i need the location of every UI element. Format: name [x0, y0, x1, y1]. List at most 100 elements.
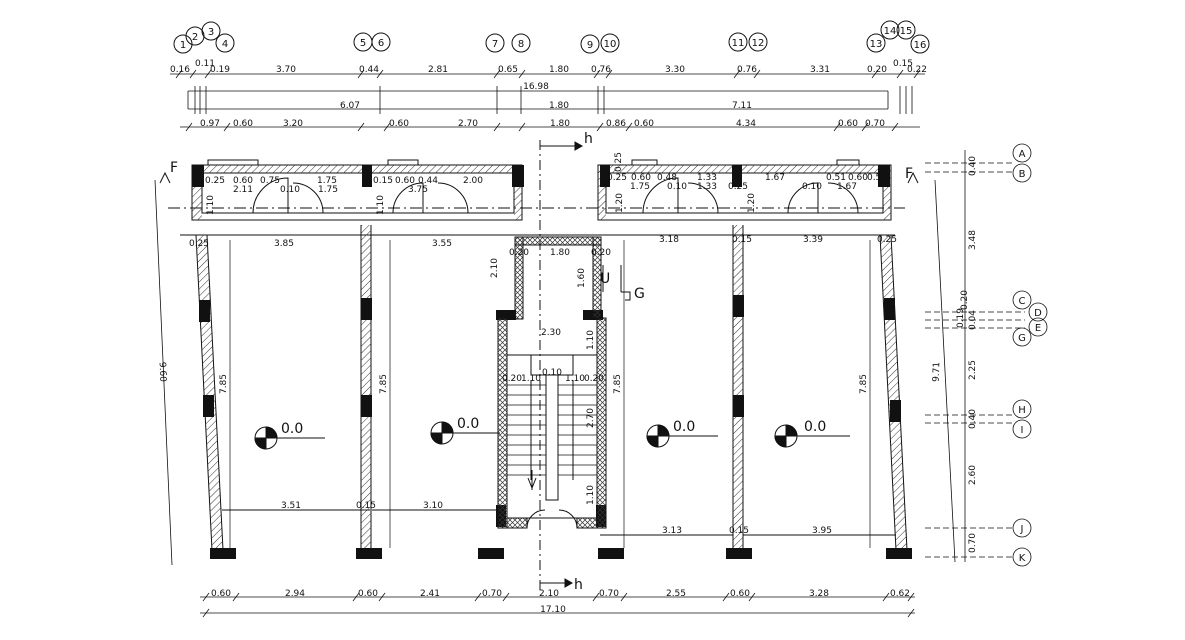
dim-bot-4: 2.41: [420, 589, 440, 599]
dim-right-3: 0.20: [960, 290, 970, 310]
dim-top-row2-3: 7.11: [732, 101, 752, 111]
dim-room-w4: 0.20: [509, 248, 529, 258]
dim-bot-6: 2.10: [539, 589, 559, 599]
front-room-dimensions: 0.25 0.60 0.75 1.75 0.15 0.60 0.44 0.25 …: [205, 152, 887, 215]
dim-int-u4: 1.75: [317, 176, 337, 186]
bubble-12: 12: [752, 38, 765, 49]
dim-right-6: 2.25: [968, 360, 978, 380]
top-dimension-lines: [170, 73, 925, 128]
dim-room-h2: 7.85: [379, 374, 389, 394]
bubble-e: E: [1035, 323, 1041, 334]
bottom-dimension-lines: [200, 592, 915, 618]
right-dimension-values: 0.40 3.48 0.20 0.19 0.04 2.25 0.40 2.60 …: [956, 156, 978, 553]
top-dimension-values: 0.16 0.11 0.19 3.70 0.44 2.81 0.65 1.80 …: [170, 59, 927, 129]
dim-top-1: 0.16: [170, 65, 190, 75]
dim-top-row3-8: 0.60: [634, 119, 654, 129]
dim-top-14: 0.15: [893, 59, 913, 69]
dim-left-diagonal: 9.60: [157, 362, 168, 383]
dim-bot-3: 0.60: [358, 589, 378, 599]
dim-room-w6: 0.20: [591, 248, 611, 258]
dim-int-m13: 1.10: [206, 195, 216, 215]
top-grid-bubble-labels: 1 2 3 4 5 6 7 8 9 10 11 12 13 14 15 16: [180, 26, 927, 51]
dim-room-w2: 3.85: [274, 239, 294, 249]
dim-room-h4: 7.85: [859, 374, 869, 394]
dim-int-u1: 0.25: [205, 176, 225, 186]
dim-top-row3-9: 4.34: [736, 119, 756, 129]
dim-top-row2-1: 6.07: [340, 101, 360, 111]
dim-int-u6: 0.60: [395, 176, 415, 186]
dim-top-overall: 16.98: [523, 82, 549, 92]
dim-top-3: 0.19: [210, 65, 230, 75]
dim-top-7: 0.65: [498, 65, 518, 75]
dim-int-u12: 0.51: [826, 173, 846, 183]
section-markers: [159, 140, 919, 590]
dim-int-m5: 2.00: [463, 176, 483, 186]
dim-int-m4: 3.75: [408, 185, 428, 195]
dim-stair-7: 0.10: [542, 368, 562, 378]
dim-top-row2-2: 1.80: [549, 101, 569, 111]
bubble-2: 2: [192, 32, 198, 43]
dim-right-diagonal: 9.71: [932, 362, 943, 382]
bubble-i: I: [1021, 425, 1024, 436]
dim-right-1: 0.40: [968, 156, 978, 176]
dim-bottom-overall: 17.10: [540, 605, 566, 615]
stair-treads: [507, 384, 597, 476]
dim-int-m16: 1.20: [747, 193, 757, 213]
dim-int-u11: 1.33: [697, 173, 717, 183]
dim-int-m2: 0.10: [280, 185, 300, 195]
dim-int-m7: 0.10: [667, 182, 687, 192]
bubble-d: D: [1034, 308, 1042, 319]
bubble-a: A: [1019, 149, 1026, 160]
dim-top-row3-2: 0.60: [233, 119, 253, 129]
stair-core: [497, 236, 631, 529]
dim-top-row3-5: 2.70: [458, 119, 478, 129]
dim-int-u5: 0.15: [373, 176, 393, 186]
section-h-top: h: [584, 131, 593, 147]
dim-room-w9: 3.39: [803, 235, 823, 245]
level-mark-4: 0.0: [804, 419, 826, 435]
dim-top-row3-1: 0.97: [200, 119, 220, 129]
dim-int-m9: 1.67: [765, 173, 785, 183]
dim-low-w5: 0.15: [729, 526, 749, 536]
bubble-1: 1: [180, 40, 186, 51]
dim-room-w8: 0.15: [732, 235, 752, 245]
dim-top-row3-3: 3.20: [283, 119, 303, 129]
dim-top-row3-7: 0.86: [606, 119, 626, 129]
dim-int-m11: 1.67: [837, 182, 857, 192]
dim-top-row3-6: 1.80: [550, 119, 570, 129]
dim-int-u8: 0.25: [607, 173, 627, 183]
dim-int-u14: 0.51: [867, 173, 887, 183]
dim-right-8: 2.60: [968, 465, 978, 485]
label-u: U: [600, 271, 610, 287]
bubble-13: 13: [870, 39, 883, 50]
bubble-j: J: [1020, 524, 1024, 535]
dim-int-u3: 0.75: [260, 176, 280, 186]
dim-stair-11: 1.10: [586, 485, 596, 505]
dim-bot-11: 0.62: [890, 589, 910, 599]
dim-right-9: 0.70: [968, 533, 978, 553]
dim-stair-2: 1.60: [577, 268, 587, 288]
dim-low-w1: 3.51: [281, 501, 301, 511]
dim-right-7: 0.40: [968, 409, 978, 429]
bubble-14: 14: [884, 26, 897, 37]
dim-right-2: 3.48: [968, 230, 978, 250]
dim-stair-9: 0.20: [584, 374, 604, 384]
dim-int-u13: 0.60: [848, 173, 868, 183]
level-marks: [254, 421, 850, 450]
bubble-g: G: [1018, 333, 1026, 344]
dim-bot-10: 3.28: [809, 589, 829, 599]
dim-int-u7: 0.44: [418, 176, 438, 186]
dim-top-13: 0.20: [867, 65, 887, 75]
bottom-dimension-values: 0.60 2.94 0.60 2.41 0.70 2.10 0.70 2.55 …: [211, 589, 910, 615]
level-mark-2: 0.0: [457, 416, 479, 432]
level-mark-3: 0.0: [673, 419, 695, 435]
wall-hatch: [196, 225, 907, 550]
dim-top-8: 1.80: [549, 65, 569, 75]
bubble-b: B: [1019, 169, 1026, 180]
dim-bot-7: 0.70: [599, 589, 619, 599]
dim-int-m17: 0.25: [614, 152, 624, 172]
dim-top-row3-10: 0.60: [838, 119, 858, 129]
dim-stair-1: 2.10: [490, 258, 500, 278]
dim-bot-8: 2.55: [666, 589, 686, 599]
